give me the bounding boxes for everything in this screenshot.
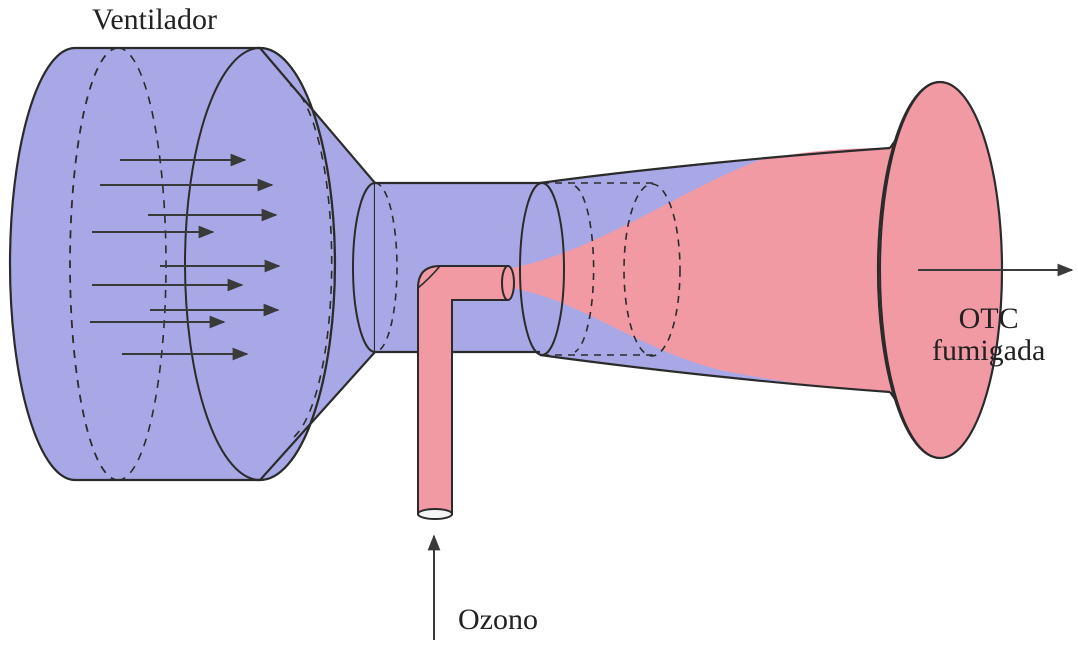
fan-housing-body bbox=[10, 48, 335, 480]
output-label-line1: OTC bbox=[932, 303, 1045, 335]
output-label-line2: fumigada bbox=[932, 335, 1045, 367]
ozone-pipe-bottom-opening bbox=[418, 509, 452, 519]
ozone-label: Ozono bbox=[458, 604, 538, 636]
fan-label: Ventilador bbox=[92, 4, 217, 36]
ozone-pipe-nozzle bbox=[502, 266, 514, 300]
output-label: OTC fumigada bbox=[932, 303, 1045, 366]
ozone-plume bbox=[512, 82, 940, 458]
fan-housing bbox=[10, 48, 335, 480]
